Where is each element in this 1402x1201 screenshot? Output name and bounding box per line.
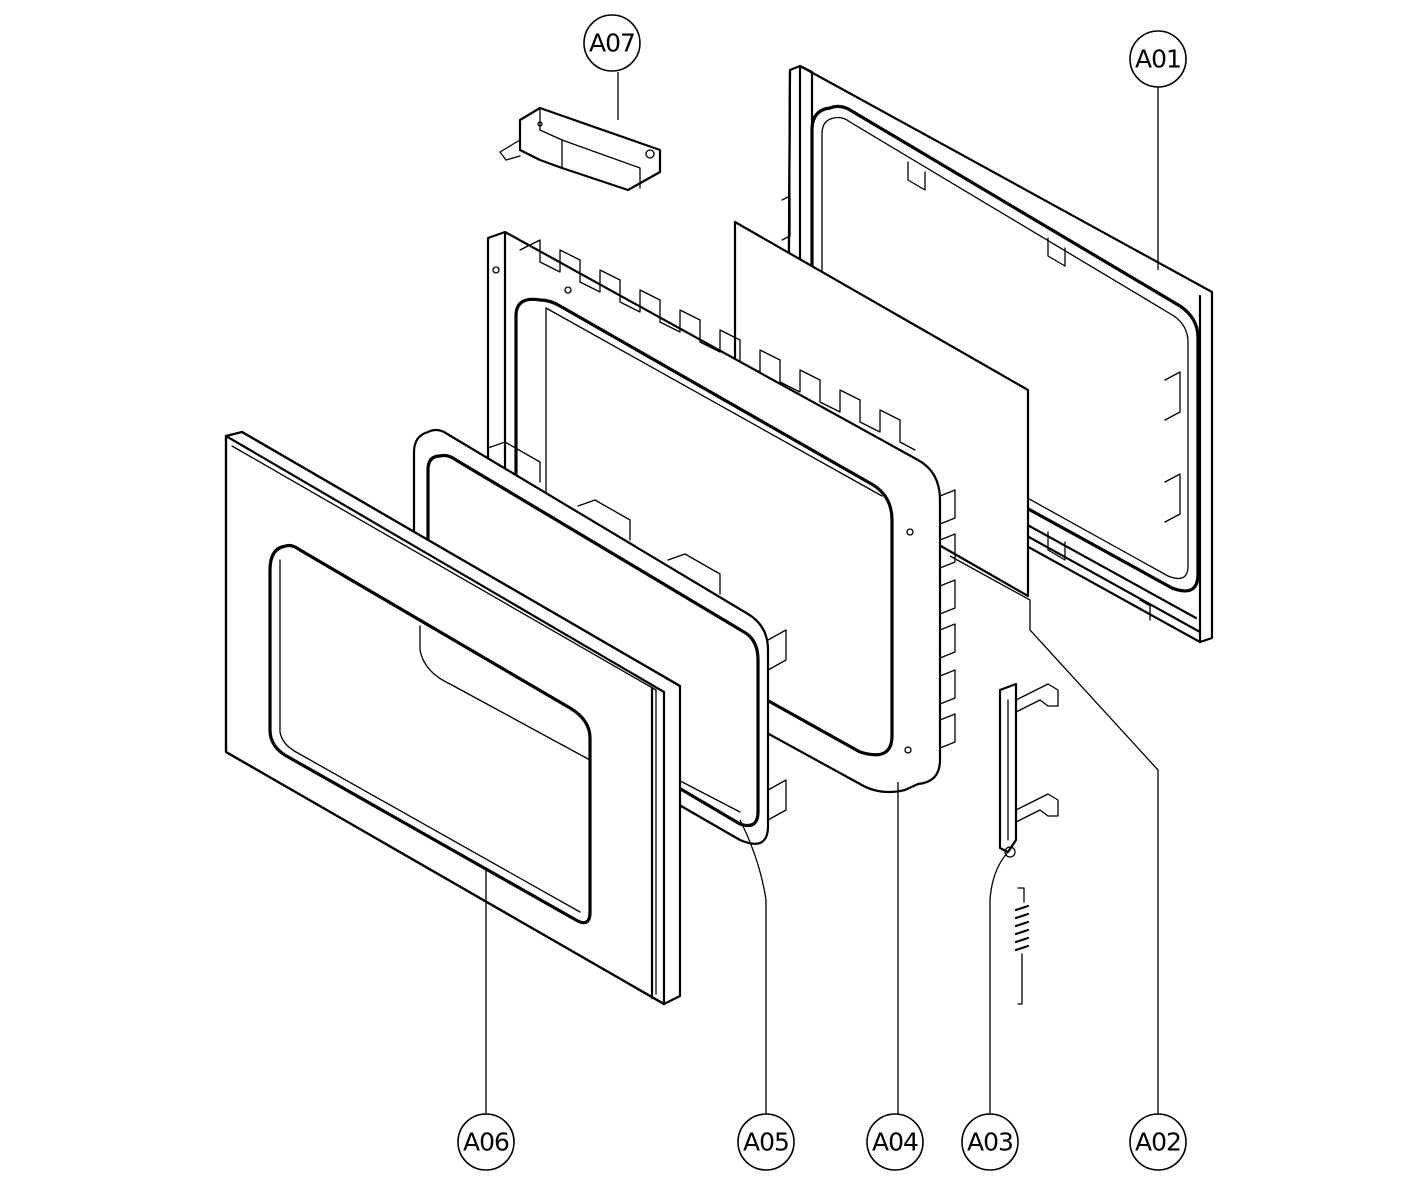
callout-a01-label: A01 [1135, 45, 1181, 74]
leader-a02 [949, 555, 1159, 1114]
part-a07-bracket [499, 106, 662, 192]
part-spring [1014, 887, 1030, 1005]
callout-a04: A04 [866, 1113, 924, 1171]
leader-a03 [989, 851, 1009, 1114]
callout-a07-label: A07 [589, 29, 635, 58]
callout-a03: A03 [961, 1113, 1019, 1171]
callout-a04-label: A04 [872, 1128, 918, 1157]
callout-a06-label: A06 [463, 1128, 509, 1157]
leader-a05 [739, 819, 767, 1114]
callout-a03-label: A03 [967, 1128, 1013, 1157]
callout-a02-label: A02 [1135, 1128, 1181, 1157]
callout-a05-label: A05 [743, 1128, 789, 1157]
part-a03-latch [998, 682, 1059, 858]
callout-a05: A05 [737, 1113, 795, 1171]
part-a06-outer-door [224, 430, 682, 1006]
callout-a02: A02 [1129, 1113, 1187, 1171]
callout-a06: A06 [457, 1113, 515, 1171]
leader-lines [485, 72, 1159, 1114]
callout-a07: A07 [583, 14, 641, 72]
callout-a01: A01 [1129, 30, 1187, 88]
